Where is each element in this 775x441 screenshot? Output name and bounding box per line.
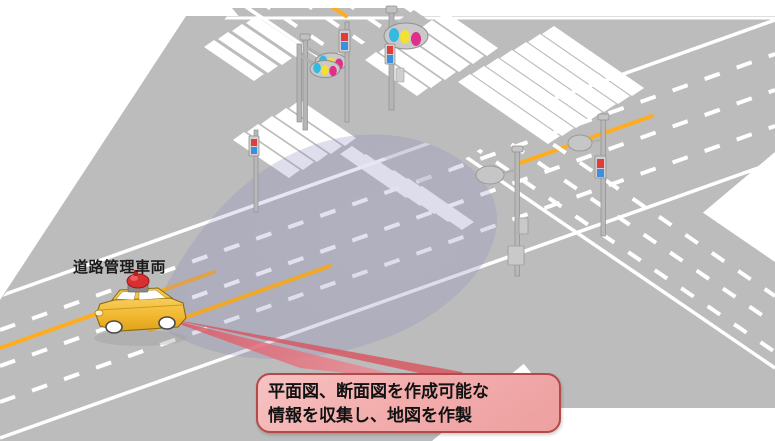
vehicle-wheel-rear (158, 316, 176, 330)
streetlight-center (475, 145, 529, 277)
signal-lamp-green (389, 28, 399, 42)
intersection-area (290, 10, 548, 186)
vehicle-wheel-front (105, 320, 123, 334)
ped-lamp-red (251, 139, 257, 146)
scan-cone (150, 134, 497, 359)
roof-sensor (126, 270, 150, 293)
callout-line-1: 平面図、断面図を作成可能な (268, 382, 489, 402)
pointer-beam-edge (160, 317, 470, 384)
vehicle-window-rear (138, 289, 167, 301)
ped-lamp-red (387, 46, 393, 54)
callout-balloon: 平面図、断面図を作成可能な 情報を収集し、地図を作製 (256, 373, 561, 433)
vehicle-label: 道路管理車両 (73, 258, 167, 276)
control-cabinet (518, 217, 529, 235)
signal-lamp-yellow (400, 30, 410, 44)
ped-lamp-green (251, 147, 257, 154)
pedestrian-signal-east (567, 113, 610, 237)
pedestrian-signal-west (248, 129, 260, 213)
ped-lamp-red (597, 159, 604, 168)
road-management-vehicle (94, 270, 187, 346)
callout-text: 平面図、断面図を作成可能な 情報を収集し、地図を作製 (268, 380, 558, 428)
signal-gantry-southwest (296, 43, 341, 123)
ped-lamp-green (387, 55, 393, 63)
scan-cone-overlay-markings (150, 134, 497, 359)
callout-line-2: 情報を収集し、地図を作製 (268, 406, 472, 426)
streetlight-head (567, 134, 593, 152)
pedestrian-signal-north (338, 21, 351, 123)
ped-lamp-red (341, 33, 348, 41)
streetlight-head (475, 165, 505, 185)
ped-lamp-green (597, 169, 604, 177)
crosswalk-northwest (204, 16, 306, 81)
signal-gantry-north (383, 5, 429, 111)
crosswalk-east (458, 26, 644, 144)
vertical-center-line (320, 8, 348, 18)
signal-lamp-red (411, 32, 421, 46)
control-cabinet (507, 245, 525, 266)
ped-lamp-green (341, 42, 348, 50)
